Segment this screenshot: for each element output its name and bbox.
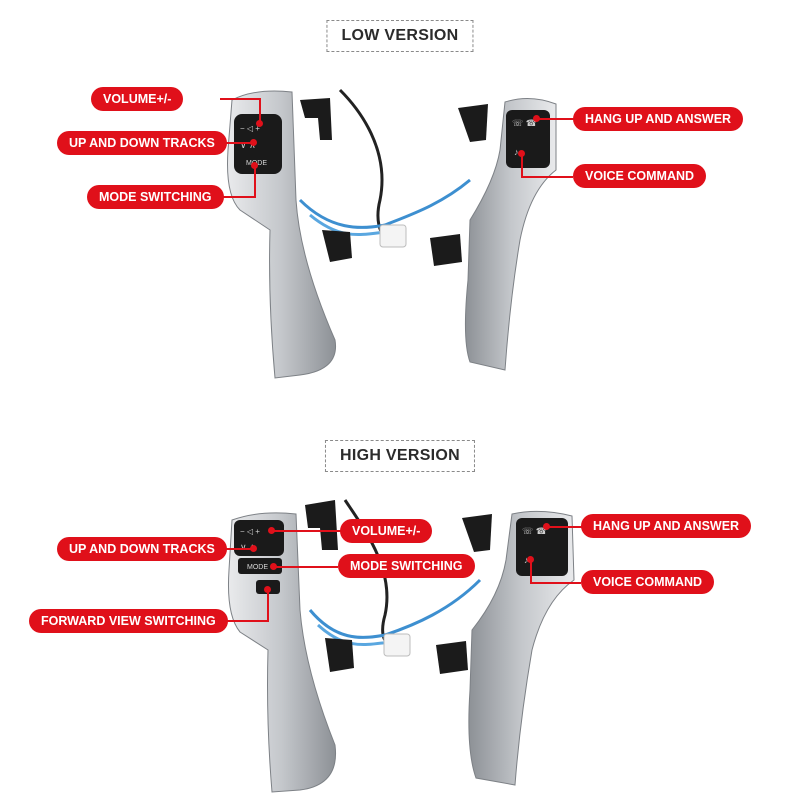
- high-version-illustration: − ◁ + ∨ ∧ MODE ☏ ☎ ♪: [228, 499, 575, 793]
- tracks-label: UP AND DOWN TRACKS: [57, 537, 227, 561]
- mode-label: MODE SWITCHING: [338, 554, 475, 578]
- svg-text:♪: ♪: [514, 147, 519, 157]
- mode-label: MODE SWITCHING: [87, 185, 224, 209]
- left-mount-bracket-icon: [305, 500, 338, 550]
- connector-plug-icon: [383, 633, 411, 657]
- connector-plug-icon: [379, 224, 407, 248]
- svg-text:∨ ∧: ∨ ∧: [240, 542, 256, 552]
- right-mount-bracket-icon: [462, 514, 492, 552]
- high-version-section: HIGH VERSION − ◁ + ∨ ∧ MODE ☏ ☎ ♪: [0, 400, 800, 800]
- left-mount-bracket-icon: [300, 98, 332, 140]
- svg-text:∨ ∧: ∨ ∧: [240, 140, 256, 150]
- svg-text:☏ ☎: ☏ ☎: [522, 526, 547, 536]
- svg-text:☏ ☎: ☏ ☎: [512, 118, 537, 128]
- forward-view-label: FORWARD VIEW SWITCHING: [29, 609, 228, 633]
- svg-text:♪: ♪: [524, 555, 529, 565]
- svg-text:− ◁ +: − ◁ +: [240, 124, 260, 133]
- left-switch-housing: [228, 512, 337, 793]
- mode-button-text: MODE: [247, 564, 268, 571]
- low-version-section: LOW VERSION − ◁ + ∨ ∧ MODE ☏ ☎ ♪ V: [57, 20, 744, 379]
- voice-label: VOICE COMMAND: [573, 164, 707, 188]
- high-version-title: HIGH VERSION: [324, 440, 476, 472]
- hang-up-label: HANG UP AND ANSWER: [573, 107, 744, 131]
- left-button-pad: [234, 114, 282, 174]
- right-switch-housing: [468, 510, 575, 786]
- voice-label: VOICE COMMAND: [581, 570, 715, 594]
- mode-button: [238, 558, 282, 574]
- svg-text:− ◁ +: − ◁ +: [240, 527, 260, 536]
- right-mount-bracket-icon: [458, 104, 488, 142]
- volume-label: VOLUME+/-: [340, 519, 433, 543]
- tracks-label: UP AND DOWN TRACKS: [57, 131, 227, 155]
- right-button-pad: [506, 110, 550, 168]
- low-version-title: LOW VERSION: [326, 20, 474, 52]
- hang-up-label: HANG UP AND ANSWER: [581, 514, 752, 538]
- volume-label: VOLUME+/-: [91, 87, 184, 111]
